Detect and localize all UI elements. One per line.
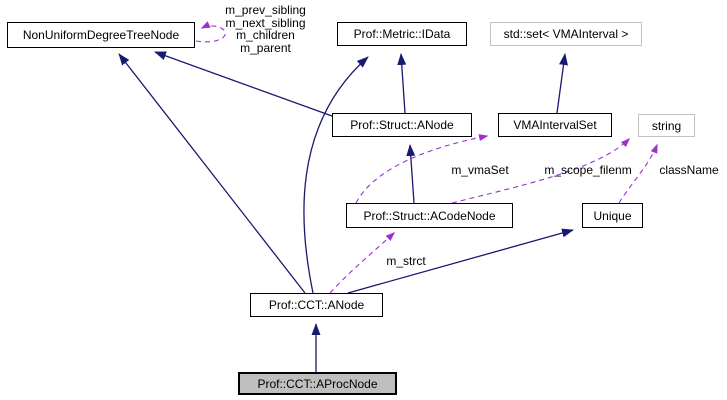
edge-acodenode-to-string (451, 137, 631, 204)
edge-acodenode-to-structanode (406, 144, 416, 204)
edge-cctanode-to-nonuniform (118, 53, 306, 294)
label-m-next-sibling: m_next_sibling (225, 15, 306, 30)
node-prof-struct-acodenode[interactable]: Prof::Struct::ACodeNode (346, 203, 513, 228)
edge-cctanode-to-unique (347, 228, 574, 294)
label-m-strct: m_strct (386, 254, 426, 268)
label-m-prev-sibling: m_prev_sibling (225, 3, 306, 17)
node-unique[interactable]: Unique (582, 203, 643, 228)
self-loop-member-labels: m_prev_sibling m_next_sibling m_children… (203, 4, 328, 55)
label-m-parent: m_parent (240, 41, 291, 56)
node-vmaintervalset[interactable]: VMAIntervalSet (498, 113, 612, 137)
node-prof-metric-idata[interactable]: Prof::Metric::IData (337, 22, 467, 46)
edge-structanode-to-nonuniform (154, 51, 333, 117)
edge-acodenode-to-vmaintervalset (355, 134, 489, 204)
edge-unique-to-string (618, 143, 658, 204)
edge-structanode-to-idata (397, 53, 407, 114)
label-m-scope-filenm: m_scope_filenm (544, 163, 632, 177)
node-std-set-vmainterval: std::set< VMAInterval > (490, 22, 642, 46)
edge-vmaintervalset-to-stdset (556, 53, 568, 114)
label-classname: className (659, 163, 719, 177)
node-nonuniformdegreetreenode[interactable]: NonUniformDegreeTreeNode (7, 22, 195, 48)
edge-cctanode-to-idata (303, 56, 369, 294)
node-prof-cct-anode[interactable]: Prof::CCT::ANode (250, 293, 383, 317)
label-m-vmaset: m_vmaSet (451, 163, 509, 177)
node-string: string (638, 114, 695, 137)
label-m-children: m_children (236, 28, 295, 43)
node-prof-struct-anode[interactable]: Prof::Struct::ANode (332, 113, 472, 137)
node-prof-cct-aprocnode: Prof::CCT::AProcNode (238, 372, 397, 395)
